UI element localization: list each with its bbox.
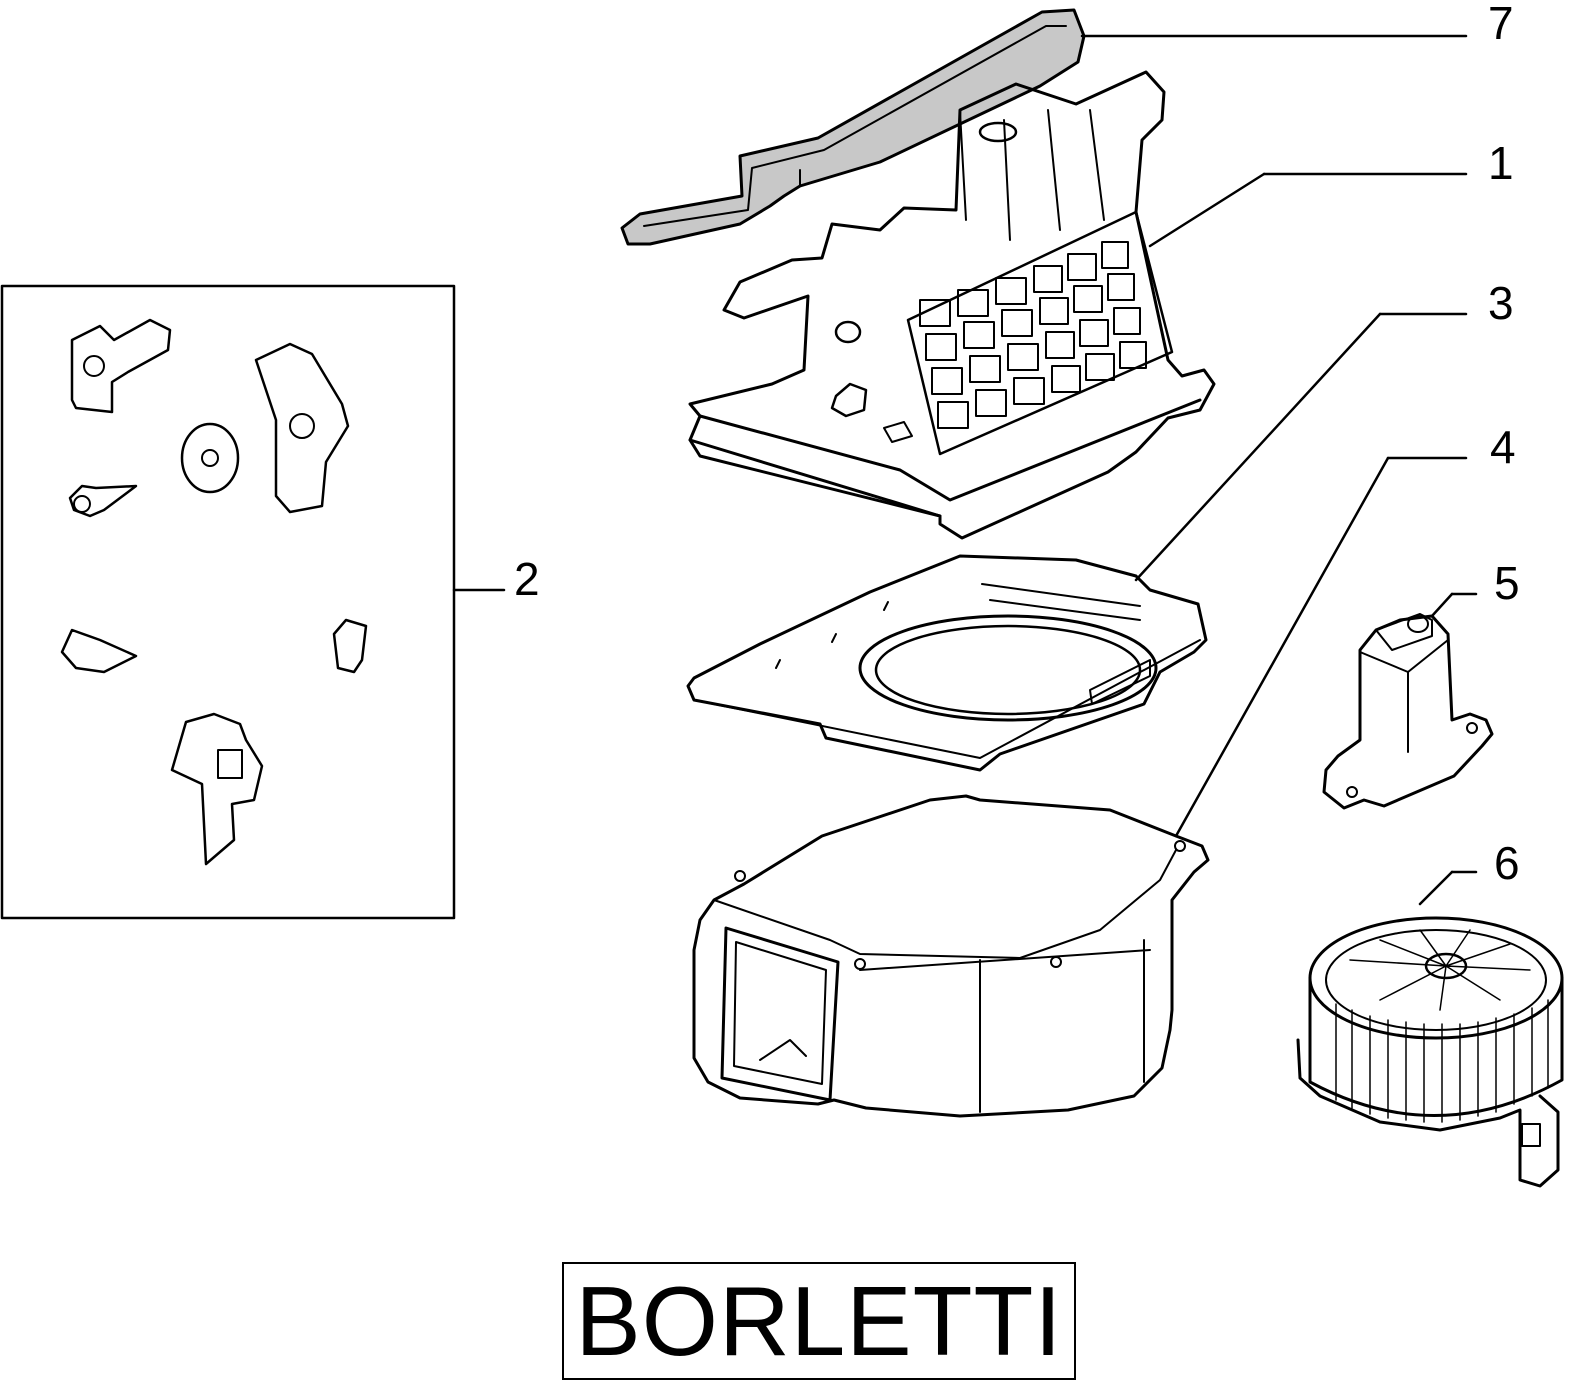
brand-label-box: BORLETTI [562, 1262, 1076, 1380]
part-2-fastener-kit [0, 284, 456, 920]
part-3-gasket-plate [686, 554, 1208, 772]
part-1-upper-housing [688, 70, 1216, 540]
part-5-resistor [1322, 613, 1494, 810]
callout-2: 2 [514, 553, 540, 605]
callout-3: 3 [1488, 277, 1514, 329]
callout-5: 5 [1494, 557, 1520, 609]
part-4-lower-housing [692, 794, 1210, 1118]
leader-lines [452, 34, 1478, 906]
brand-label: BORLETTI [575, 1265, 1063, 1376]
callout-1: 1 [1488, 137, 1514, 189]
callout-7: 7 [1488, 0, 1514, 49]
callout-6: 6 [1494, 837, 1520, 889]
part-6-blower-fan [1296, 916, 1564, 1188]
callout-4: 4 [1490, 421, 1516, 473]
part-7-foam-seal [620, 8, 1086, 246]
